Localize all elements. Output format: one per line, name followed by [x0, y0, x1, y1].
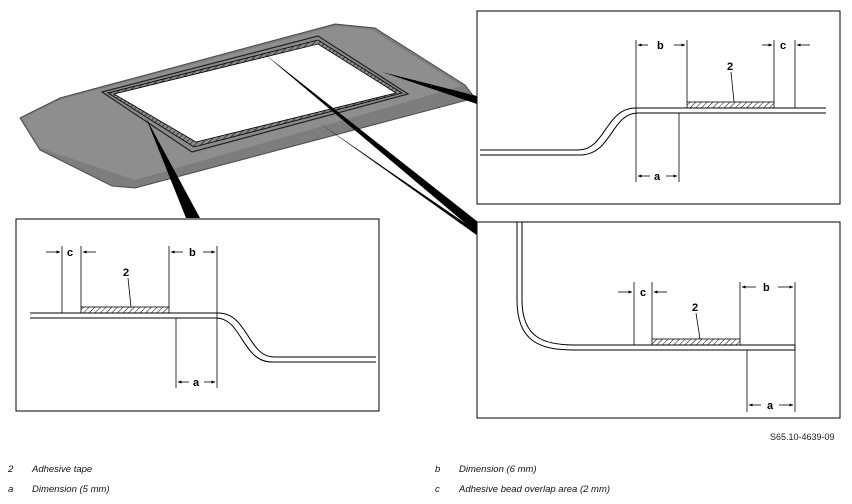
leader-top-right: [382, 72, 477, 104]
label-dim-a-bottom-right: a: [767, 400, 774, 412]
legend-item-b: b Dimension (6 mm): [435, 464, 537, 475]
legend-item-a: a Dimension (5 mm): [8, 484, 110, 495]
detail-bottom-right: 2 c b a: [476, 221, 841, 419]
label-dim-b-left: b: [189, 247, 196, 259]
label-tape-top-right: 2: [727, 61, 733, 73]
label-dim-c-top-right: c: [780, 40, 786, 52]
legend-key: 2: [8, 464, 14, 475]
leader-bottom-right: [318, 122, 478, 236]
label-dim-c-bottom-right: c: [640, 287, 646, 299]
legend-text: Adhesive bead overlap area (2 mm): [459, 484, 611, 495]
legend-text: Dimension (6 mm): [459, 464, 537, 475]
roof-panel: [19, 23, 476, 189]
leader-left: [146, 118, 200, 218]
legend-key: c: [435, 484, 440, 495]
roof-opening: [112, 43, 398, 143]
label-tape-bottom-right: 2: [692, 302, 698, 314]
detail-left: 2 c b a: [15, 218, 380, 412]
label-tape-left: 2: [123, 267, 129, 279]
label-dim-b-bottom-right: b: [763, 282, 770, 294]
label-dim-c-left: c: [67, 247, 73, 259]
figure-reference-code: S65.10-4639-09: [770, 432, 835, 442]
label-dim-b-top-right: b: [657, 40, 664, 52]
legend-key: b: [435, 464, 441, 475]
label-dim-a-left: a: [193, 377, 200, 389]
adhesive-tape-bottom-right: [651, 338, 741, 346]
legend-key: a: [8, 484, 14, 495]
legend-text: Adhesive tape: [32, 464, 93, 475]
detail-leaders: [146, 52, 478, 236]
leader-middle: [262, 52, 478, 234]
legend-item-2: 2 Adhesive tape: [8, 464, 92, 475]
label-dim-a-top-right: a: [654, 171, 661, 183]
legend-item-c: c Adhesive bead overlap area (2 mm): [435, 484, 610, 495]
legend-text: Dimension (5 mm): [32, 484, 110, 495]
adhesive-tape-left: [80, 306, 170, 314]
detail-top-right: 2 b c a: [476, 10, 841, 205]
adhesive-tape-top-right: [686, 101, 775, 109]
